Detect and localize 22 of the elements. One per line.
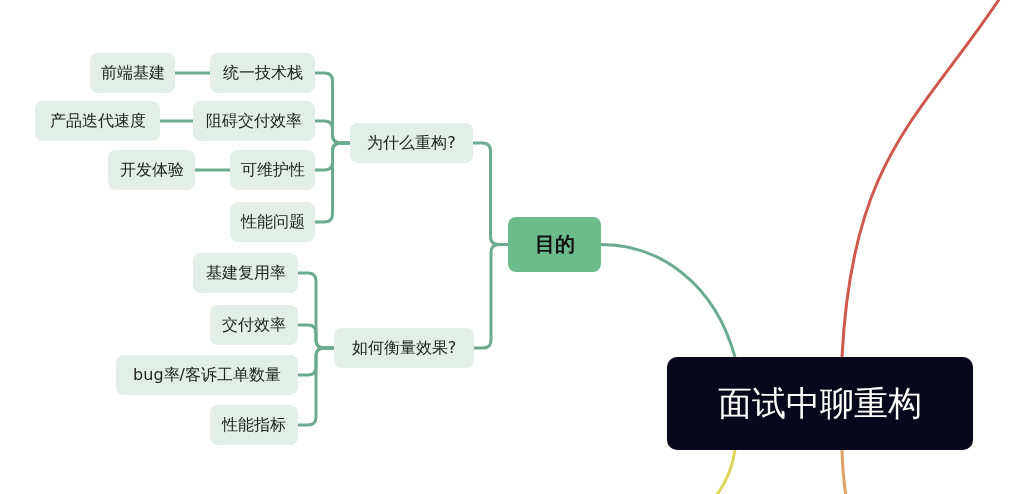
connector-line	[714, 449, 737, 494]
connector-line	[840, 449, 848, 494]
connector-line	[160, 119, 193, 123]
topic-box: 可维护性	[230, 150, 315, 190]
main-branch-box: 目的	[508, 217, 601, 272]
topic-box: 统一技术栈	[210, 53, 315, 93]
connector-line	[175, 71, 210, 75]
topic-box: 前端基建	[90, 53, 175, 93]
topic-box: 性能问题	[230, 202, 315, 242]
topic-box: 基建复用率	[193, 253, 298, 293]
topic-box: 性能指标	[210, 405, 298, 445]
topic-box: 开发体验	[108, 150, 195, 190]
topic-box: 产品迭代速度	[35, 101, 160, 141]
topic-box: 阻碍交付效率	[193, 101, 315, 141]
connector-line	[195, 168, 230, 172]
topic-box: 为什么重构?	[350, 123, 473, 163]
topic-box: 如何衡量效果?	[334, 328, 474, 368]
connector-line	[600, 243, 737, 358]
topic-box: bug率/客诉工单数量	[116, 355, 298, 395]
connector-line	[840, 0, 1002, 358]
central-topic-box: 面试中聊重构	[667, 357, 973, 450]
topic-box: 交付效率	[210, 305, 298, 345]
